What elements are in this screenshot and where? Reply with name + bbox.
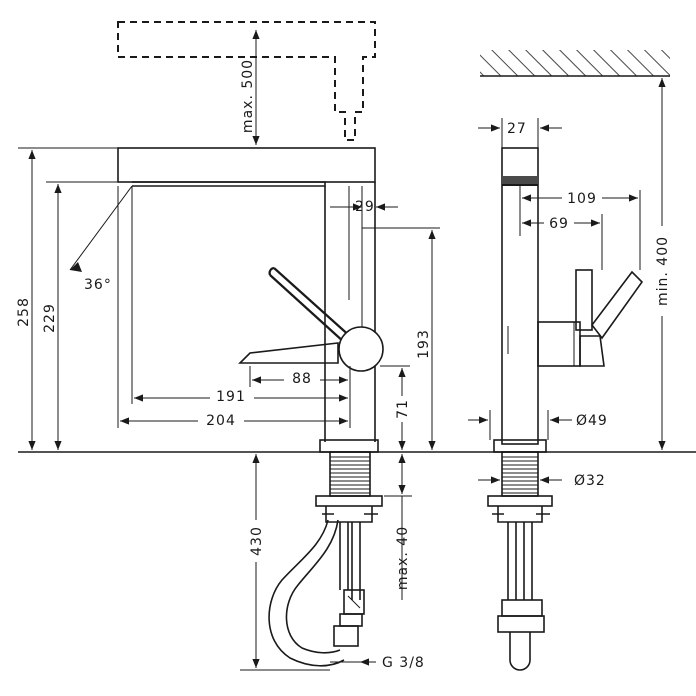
label-phi-49: Ø49 <box>576 413 608 429</box>
side-lever-base <box>575 269 593 331</box>
ceiling-hatch <box>480 50 670 76</box>
side-mounting-bracket <box>492 506 550 523</box>
side-fitting-lower <box>497 615 545 633</box>
dim-27: 27 <box>478 118 562 148</box>
label-g-3-8: G 3/8 <box>382 655 425 671</box>
label-88: 88 <box>292 371 312 387</box>
mounting-nut <box>315 495 383 507</box>
spout-outlet <box>132 181 326 187</box>
flexible-hose-loop <box>268 519 345 667</box>
dim-109: 109 <box>519 186 641 270</box>
fitting-detail <box>347 595 361 609</box>
supply-hose-left <box>339 522 349 590</box>
spout-body <box>117 147 376 183</box>
label-36-deg: 36° <box>84 277 112 293</box>
side-column <box>501 147 539 445</box>
label-69: 69 <box>549 216 569 232</box>
side-view: 27 109 69 min. 400 Ø4 <box>468 50 671 671</box>
dim-g-3-8: G 3/8 <box>330 655 425 671</box>
hose-fitting-lower <box>333 625 359 647</box>
label-430: 430 <box>249 526 265 556</box>
side-shank-threads <box>502 456 538 494</box>
label-193: 193 <box>416 329 432 359</box>
dim-29: 29 <box>330 190 398 225</box>
dim-258: 258 <box>16 147 118 450</box>
side-lever-ghost <box>579 335 605 367</box>
label-71: 71 <box>395 399 411 419</box>
label-229: 229 <box>42 303 58 333</box>
label-109: 109 <box>567 191 597 207</box>
label-min-400: min. 400 <box>655 236 671 306</box>
label-max-40: max. 40 <box>395 526 411 590</box>
label-phi-32: Ø32 <box>574 473 606 489</box>
dim-angle-36: 36° <box>69 185 133 293</box>
dim-69: 69 <box>522 213 603 270</box>
supply-hose-right <box>351 522 361 600</box>
base-plate <box>319 439 379 453</box>
dim-204: 204 <box>120 410 348 429</box>
front-view: max. 500 258 229 36° 29 <box>16 21 696 671</box>
label-max-500: max. 500 <box>240 59 256 133</box>
dim-430: 430 <box>240 454 330 671</box>
label-258: 258 <box>16 297 32 327</box>
lever-handle <box>268 266 353 344</box>
side-mounting-nut <box>487 495 553 507</box>
dim-max-40: max. 40 <box>384 454 412 600</box>
dim-88: 88 <box>252 369 348 387</box>
dim-193: 193 <box>362 227 440 450</box>
label-191: 191 <box>216 389 246 405</box>
label-27: 27 <box>507 121 527 137</box>
label-204: 204 <box>206 413 236 429</box>
dim-min-400: min. 400 <box>655 78 671 450</box>
dim-191: 191 <box>134 387 348 405</box>
side-hose-end <box>509 632 531 671</box>
lever-swing-shadow <box>238 342 339 364</box>
mounting-bracket <box>322 506 378 523</box>
flexible-hose-loop-inner <box>285 519 341 654</box>
dim-max-500: max. 500 <box>240 30 260 145</box>
lever-hub <box>338 326 384 372</box>
side-fitting-upper <box>501 599 543 617</box>
clearance-outline <box>117 21 376 141</box>
dim-phi-32: Ø32 <box>478 473 606 489</box>
side-cap-shade <box>502 176 538 184</box>
dim-71: 71 <box>380 365 411 450</box>
label-29: 29 <box>355 199 375 215</box>
hose-fitting-mid <box>339 613 363 627</box>
side-hoses <box>507 522 533 600</box>
side-lever <box>590 270 644 340</box>
dim-phi-49: Ø49 <box>468 410 608 440</box>
shank-threads <box>330 456 370 494</box>
dim-229: 229 <box>42 181 132 450</box>
